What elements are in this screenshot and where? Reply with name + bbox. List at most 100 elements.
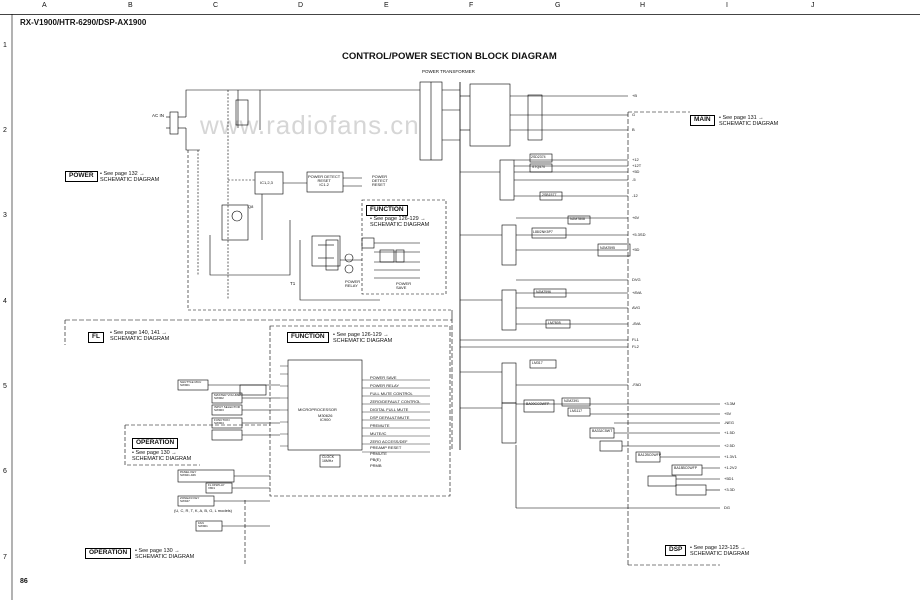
mp-output-7: MUTE/IC <box>370 431 387 436</box>
out-23: +1.3V1 <box>724 454 737 459</box>
ruler-row-6: 6 <box>3 468 7 475</box>
section-fl-ref: • See page 140, 141 → SCHEMATIC DIAGRAM <box>110 330 170 343</box>
ruler-row-7: 7 <box>3 554 7 561</box>
out-11: DVG <box>632 277 641 282</box>
diagram-title: CONTROL/POWER SECTION BLOCK DIAGRAM <box>342 51 557 62</box>
ruler-col-b: B <box>128 2 133 9</box>
ruler-col-g: G <box>555 2 561 9</box>
section-dsp-ref: • See page 123-125 → SCHEMATIC DIAGRAM <box>690 545 750 558</box>
out-2: B <box>632 127 635 132</box>
ruler-col-c: C <box>213 2 219 9</box>
ruler-row-2: 2 <box>3 127 7 134</box>
ruler-row-5: 5 <box>3 383 7 390</box>
power-ic-2: 2SB1577 <box>542 193 557 197</box>
page-number: 86 <box>20 578 28 585</box>
power-ic-7: LM7805 <box>548 321 561 325</box>
out-15: FL1 <box>632 337 639 342</box>
left-block-7: FAN SW901 <box>198 521 208 528</box>
ruler-col-i: I <box>726 2 728 9</box>
out-14: -8VA <box>632 321 641 326</box>
out-18: +3.3M <box>724 401 736 406</box>
mp-output-4: DIGITAL FULL MUTE <box>370 407 409 412</box>
ruler-row-3: 3 <box>3 212 7 219</box>
ruler-col-a: A <box>42 2 47 9</box>
ruler-row-1: 1 <box>3 42 7 49</box>
ruler-col-h: H <box>640 2 646 9</box>
clock-label: CLOCK 16MHz <box>322 455 335 463</box>
out-21: +1.5D <box>724 430 735 435</box>
mp-output-11: PB(E) <box>370 457 381 462</box>
out-7: -12 <box>632 193 638 198</box>
power-transformer-label: POWER TRANSFORMER <box>422 69 475 74</box>
out-5: +5D <box>632 169 640 174</box>
out-20: -NEG <box>724 420 734 425</box>
out-6: -5 <box>632 177 636 182</box>
power-ic-3: NJM7808 <box>570 217 585 221</box>
left-block-5: FL DISPLAY V801 <box>208 483 225 490</box>
left-block-2: INPUT SELECTOR SW903 <box>214 405 240 412</box>
model-header: RX-V1900/HTR-6290/DSP-AX1900 <box>20 18 147 27</box>
mp-output-2: FULL MUTE CONTROL <box>370 391 413 396</box>
section-power-ref: • See page 132 → SCHEMATIC DIAGRAM <box>100 171 160 184</box>
left-block-1: MASTER VOLUME SW902 <box>214 393 241 400</box>
left-block-3: FUNCTION SW904 <box>214 418 230 425</box>
ruler-col-d: D <box>298 2 304 9</box>
section-function-mid: FUNCTION <box>287 332 329 343</box>
section-function-top: FUNCTION <box>366 205 408 216</box>
mp-output-3: ZERO/DEFAULT CONTROL <box>370 399 421 404</box>
mp-output-9: PREAMP RESET <box>370 445 402 450</box>
out-19: +5V <box>724 411 732 416</box>
power-ic-4: L88/2NK5P7 <box>533 230 553 234</box>
power-ic-13: BA12BC0WFP <box>638 453 662 457</box>
section-operation-bottom-ref: • See page 130 → SCHEMATIC DIAGRAM <box>135 548 195 561</box>
out-27: DG <box>724 505 730 510</box>
microprocessor-part: M30626 IC900 <box>318 413 333 422</box>
mp-output-0: POWER SAVE <box>370 375 397 380</box>
left-block-4: PANEL KEY SW921-946 <box>180 470 197 477</box>
ruler-col-e: E <box>384 2 389 9</box>
out-8: +6V <box>632 215 640 220</box>
out-4: +12T <box>632 163 642 168</box>
microprocessor-name: MICROPROCESSOR <box>298 407 337 412</box>
fl-models-note: (U, C, R, T, K, A, B, G, L models) <box>174 508 233 513</box>
power-ic-1: STQ570 <box>532 165 546 169</box>
out-10: +5D <box>632 247 640 252</box>
ruler-col-f: F <box>469 2 474 9</box>
power-ic-8: LM317 <box>532 361 543 365</box>
grid-ruler <box>0 0 920 15</box>
mp-output-1: POWER RELAY <box>370 383 400 388</box>
section-dsp: DSP <box>665 545 687 556</box>
left-block-6: ZONE2/3 KEY SW947 <box>180 496 200 503</box>
power-detect-ic-label: POWER DETECT RESET IC1.2 <box>308 174 341 187</box>
power-ic-9: BA00CC0WFP <box>526 402 550 406</box>
mp-output-6: PREMUTE <box>370 423 390 428</box>
section-main-ref: • See page 131 → SCHEMATIC DIAGRAM <box>719 115 779 128</box>
section-main: MAIN <box>690 115 715 126</box>
section-operation-bottom: OPERATION <box>85 548 132 559</box>
out-0: +B <box>632 93 638 98</box>
out-12: +8VA <box>632 290 642 295</box>
q8-label: Q8 <box>248 204 254 209</box>
power-save-label: POWER SAVE <box>396 281 412 290</box>
t1-label: T1 <box>290 281 296 286</box>
section-function-top-ref: • See page 126-129 → SCHEMATIC DIAGRAM <box>370 216 430 229</box>
section-function-mid-ref: • See page 126-129 → SCHEMATIC DIAGRAM <box>333 332 393 345</box>
out-22: +2.5D <box>724 443 735 448</box>
out-9: +5.3SD <box>632 232 646 237</box>
ruler-col-j: J <box>811 2 815 9</box>
power-ic-12: BA33JC5WT <box>592 429 613 433</box>
ac-in-label: AC IN <box>152 113 165 118</box>
section-operation-mid: OPERATION <box>132 438 179 449</box>
ic123-label: IC1,2,3 <box>260 180 273 185</box>
left-block-0: SHUTTLE MCU SW901 <box>180 380 202 387</box>
power-ic-11: LM1117 <box>570 409 583 413</box>
ruler-row-4: 4 <box>3 298 7 305</box>
out-25: +5D1 <box>724 476 734 481</box>
section-power: POWER <box>65 171 98 182</box>
power-ic-6: NJM2596 <box>536 290 551 294</box>
power-ic-10: NJM2391 <box>564 399 579 403</box>
out-3: +12 <box>632 157 639 162</box>
mp-output-10: PRMUTE <box>370 451 387 456</box>
